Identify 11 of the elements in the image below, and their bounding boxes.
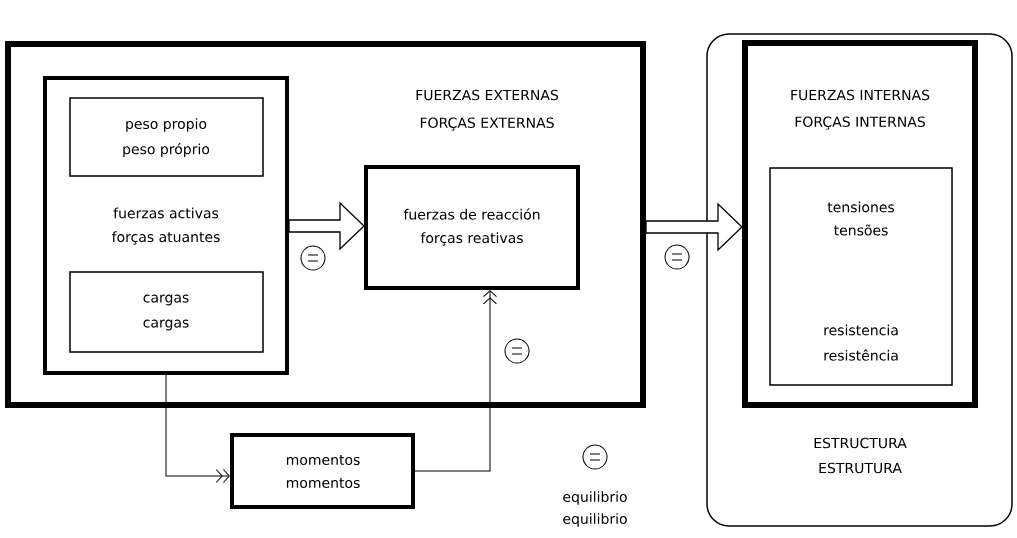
legend-text: equilibrio	[563, 491, 627, 505]
moment-box: momentos momentos	[230, 433, 415, 509]
block-arrow	[645, 202, 743, 252]
legend-text: equilibrio	[563, 513, 627, 527]
item-box: tensiones tensões resistencia resistência	[769, 167, 953, 386]
item-box: cargas cargas	[69, 271, 264, 353]
reaction-box: fuerzas de reacción forças reativas	[364, 165, 580, 290]
item-box: peso propio peso próprio	[69, 97, 264, 177]
arrow	[165, 374, 230, 483]
block-arrow	[288, 201, 365, 251]
arrow	[414, 290, 497, 472]
